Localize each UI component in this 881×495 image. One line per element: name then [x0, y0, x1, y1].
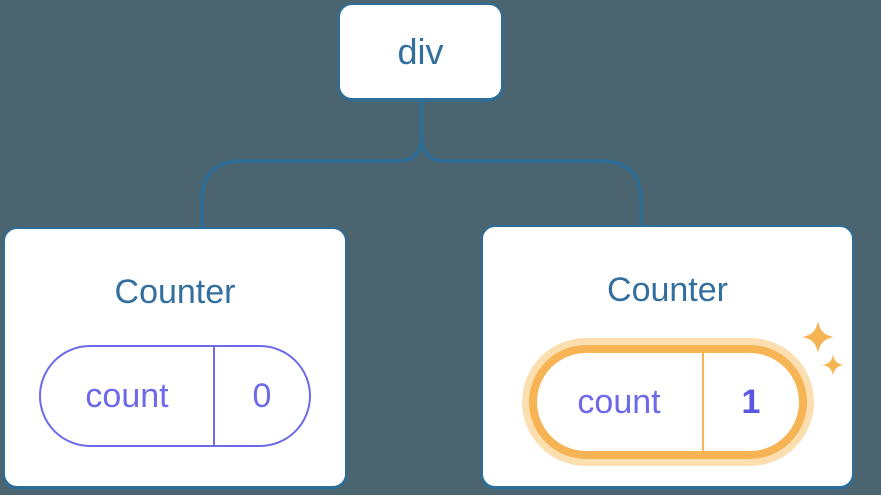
state-pill-highlighted: count 1 [528, 345, 807, 459]
connector-right-branch [419, 97, 643, 228]
counter-node-right: Counter count 1 [481, 225, 854, 488]
counter-node-left: Counter count 0 [3, 227, 347, 488]
state-value: 0 [213, 347, 309, 445]
root-node-label: div [397, 30, 444, 72]
state-pill: count 0 [39, 345, 311, 447]
component-title: Counter [607, 271, 728, 309]
component-title: Counter [114, 273, 236, 311]
root-node-div: div [338, 3, 503, 100]
state-value: 1 [701, 353, 799, 451]
state-key-label: count [85, 376, 169, 415]
connector-left-branch [200, 97, 424, 230]
state-key-label: count [577, 382, 661, 421]
